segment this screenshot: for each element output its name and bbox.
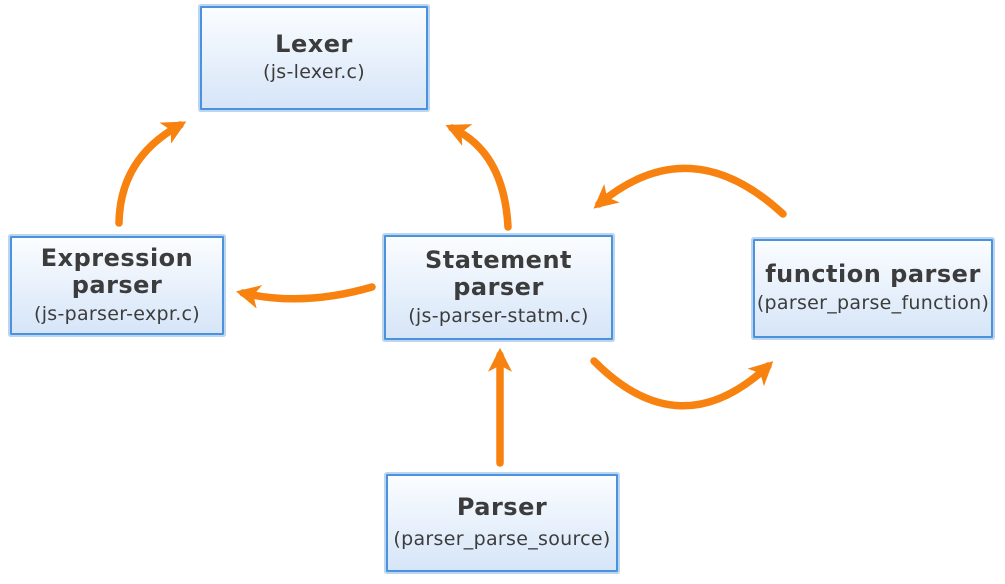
arrow-function-parser-to-statement-parser <box>593 164 787 218</box>
node-subtitle: (js-parser-expr.c) <box>33 302 201 325</box>
node-parser: Parser (parser_parse_source) <box>386 474 618 572</box>
arrow-statement-parser-to-function-parser <box>590 357 774 410</box>
node-subtitle: (js-lexer.c) <box>263 61 365 84</box>
node-lexer: Lexer (js-lexer.c) <box>200 6 428 110</box>
node-title: function parser <box>765 260 981 289</box>
arrow-expression-parser-to-lexer <box>115 121 187 227</box>
node-subtitle: (parser_parse_source) <box>393 528 611 551</box>
node-subtitle: (parser_parse_function) <box>756 291 990 314</box>
node-title: Parser <box>456 492 548 521</box>
node-function-parser: function parser (parser_parse_function) <box>753 239 993 338</box>
node-title: Expression parser <box>40 243 194 300</box>
node-title: Statement parser <box>424 245 573 302</box>
node-expression-parser: Expression parser (js-parser-expr.c) <box>10 236 224 335</box>
node-subtitle: (js-parser-statm.c) <box>408 304 589 327</box>
node-title: Lexer <box>275 29 353 58</box>
arrow-statement-parser-to-expression-parser <box>235 283 376 309</box>
node-statement-parser: Statement parser (js-parser-statm.c) <box>384 235 613 340</box>
arrow-statement-parser-to-lexer <box>445 124 512 231</box>
